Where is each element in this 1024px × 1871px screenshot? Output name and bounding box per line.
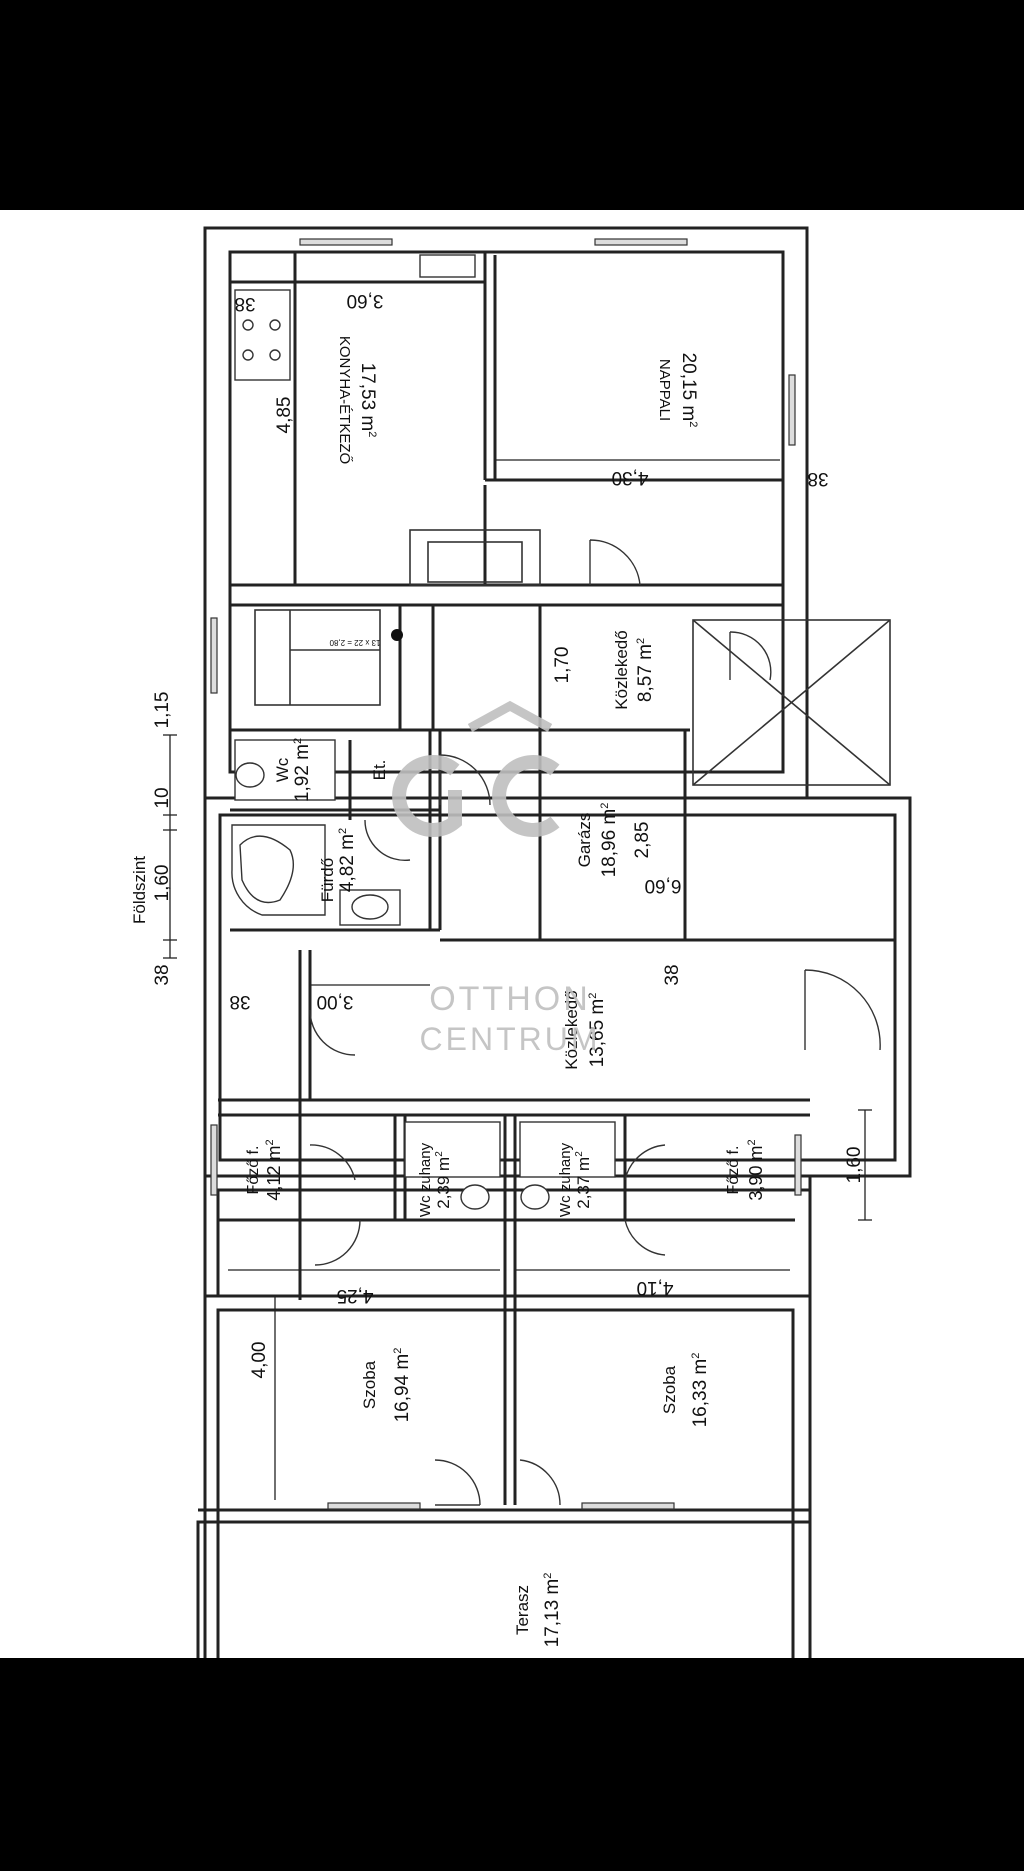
room-furdo: Fürdő 4,82 m2	[318, 828, 358, 902]
wc-zuhany-2-area: 2,37 m2	[574, 1151, 593, 1209]
watermark-line2: CENTRUM	[420, 1021, 601, 1057]
partitions	[198, 252, 895, 1524]
room-szoba-2: Szoba 16,33 m2 4,10	[637, 1277, 711, 1427]
outer-walls	[196, 226, 912, 1658]
kozlekedo-1-area: 8,57 m2	[635, 638, 656, 702]
wall-thickness-mid: 38	[229, 991, 250, 1012]
garazs-name: Garázs	[575, 813, 594, 868]
level-label: Földszint	[130, 856, 149, 924]
fozo-2-name: Főző f.	[725, 1146, 742, 1195]
room-et: Et.	[370, 760, 389, 781]
wall-thickness-right: 38	[807, 468, 828, 489]
wc-zuhany-1-area: 2,39 m2	[434, 1151, 453, 1209]
wc-zuhany-2-name: Wc zuhany	[557, 1142, 574, 1217]
wall-thickness-garage: 38	[662, 964, 683, 985]
konyha-name: KONYHA-ÉTKEZŐ	[336, 336, 353, 464]
room-szoba-1: Szoba 16,94 m2 4,25 4,00	[249, 1285, 413, 1422]
nappali-dim: 4,30	[612, 467, 649, 488]
kozlekedo-1-name: Közlekedő	[612, 630, 631, 709]
left-dim-1: 1,15	[152, 692, 173, 729]
left-dimensions: 1,15 10 1,60 38 Földszint 1,60 13 x 22 =…	[130, 638, 865, 1183]
nappali-name: NAPPALI	[656, 359, 673, 421]
fozo-2-area: 3,90 m2	[746, 1139, 766, 1200]
szoba-1-name: Szoba	[360, 1360, 379, 1409]
fixtures	[231, 254, 616, 1210]
watermark-line1: OTTHON	[429, 980, 591, 1018]
fozo-1-name: Főző f.	[245, 1146, 262, 1195]
kozlekedo-2-dim: 3,00	[317, 991, 354, 1012]
wc-1-name: Wc	[273, 757, 292, 782]
dimension-lines	[163, 290, 872, 1500]
floor-plan-sheet: KONYHA-ÉTKEZŐ 17,53 m2 4,85 3,60 38 NAPP…	[0, 210, 1024, 1658]
stair-note: 13 x 22 = 2,80	[329, 638, 380, 647]
watermark: OTTHON CENTRUM	[392, 700, 601, 1057]
szoba-1-dim-length: 4,25	[337, 1285, 374, 1306]
doors	[309, 539, 881, 1506]
room-wc-1: Wc 1,92 m2	[273, 738, 313, 802]
furdo-area: 4,82 m2	[337, 828, 358, 892]
room-garazs: Garázs 18,96 m2 2,85 6,60 38	[575, 803, 683, 986]
szoba-2-dim: 4,10	[637, 1277, 674, 1298]
konyha-dim-length: 4,85	[274, 397, 295, 434]
terasz-name: Terasz	[513, 1585, 532, 1635]
floor-plan: KONYHA-ÉTKEZŐ 17,53 m2 4,85 3,60 38 NAPP…	[130, 226, 912, 1658]
garazs-area: 18,96 m2	[599, 803, 620, 878]
left-dim-2: 10	[152, 787, 173, 808]
room-fozo-1: Főző f. 4,12 m2	[245, 1139, 284, 1200]
right-dim-160: 1,60	[844, 1147, 865, 1184]
konyha-area: 17,53 m2	[357, 363, 378, 438]
room-kozlekedo-2: Közlekedő 13,65 m2 3,00 38	[229, 990, 608, 1069]
wc-1-area: 1,92 m2	[292, 738, 313, 802]
garazs-dim-length: 6,60	[645, 875, 682, 896]
szoba-2-area: 16,33 m2	[690, 1353, 711, 1428]
room-konyha: KONYHA-ÉTKEZŐ 17,53 m2 4,85 3,60 38	[234, 290, 383, 464]
kozlekedo-1-dim: 1,70	[552, 647, 573, 684]
szoba-2-name: Szoba	[660, 1365, 679, 1414]
room-fozo-2: Főző f. 3,90 m2	[725, 1139, 766, 1200]
garazs-dim-width: 2,85	[632, 822, 653, 859]
terasz-area: 17,13 m2	[542, 1573, 563, 1648]
furdo-name: Fürdő	[318, 858, 337, 902]
room-terasz: Terasz 17,13 m2	[513, 1573, 563, 1648]
fozo-1-area: 4,12 m2	[264, 1139, 284, 1200]
room-wc-zuhany-2: Wc zuhany 2,37 m2	[557, 1142, 593, 1217]
wc-zuhany-1-name: Wc zuhany	[417, 1142, 434, 1217]
nappali-area: 20,15 m2	[678, 353, 699, 428]
kozlekedo-2-name: Közlekedő	[562, 990, 581, 1069]
kozlekedo-2-area: 13,65 m2	[587, 993, 608, 1068]
wall-thickness-top: 38	[234, 293, 255, 314]
room-wc-zuhany-1: Wc zuhany 2,39 m2	[417, 1142, 453, 1217]
left-dim-4: 38	[152, 964, 173, 985]
szoba-1-dim-width: 4,00	[249, 1342, 270, 1379]
windows	[210, 238, 802, 1510]
szoba-1-area: 16,94 m2	[392, 1348, 413, 1423]
et-name: Et.	[370, 760, 389, 781]
left-dim-3: 1,60	[152, 865, 173, 902]
konyha-dim-width: 3,60	[347, 290, 384, 311]
room-nappali: NAPPALI 20,15 m2 4,30 38	[612, 353, 829, 489]
room-kozlekedo-1: Közlekedő 8,57 m2 1,70	[552, 630, 656, 709]
